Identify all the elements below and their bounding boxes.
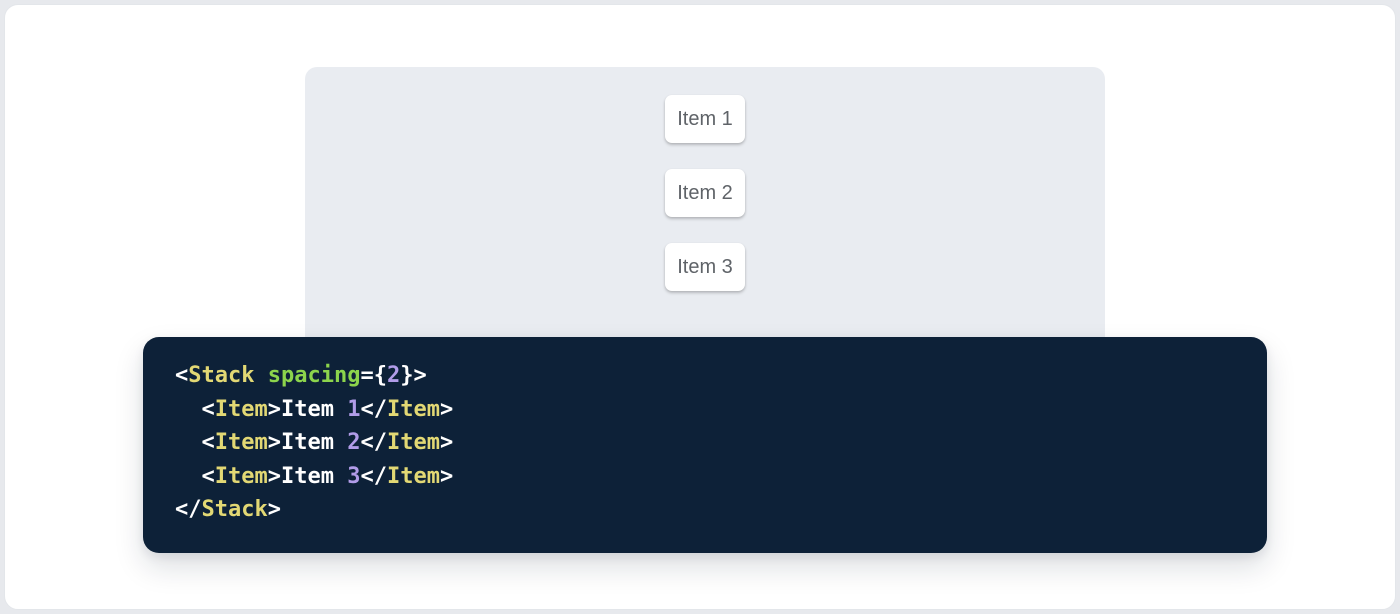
code-line: <Stack spacing={2}> [175, 359, 1235, 393]
code-token-punc: > [439, 396, 454, 422]
stack-item: Item 3 [665, 243, 745, 291]
code-block: <Stack spacing={2}> <Item>Item 1</Item> … [143, 337, 1267, 553]
code-line: <Item>Item 2</Item> [175, 426, 1235, 460]
page-surface: Item 1 Item 2 Item 3 <Stack spacing={2}>… [4, 4, 1396, 610]
code-token-punc: > [267, 396, 281, 422]
code-token-punc: > [413, 363, 427, 388]
code-token-num: 2 [347, 430, 361, 456]
code-token-tag: Stack [201, 497, 268, 523]
code-token-punc: { [373, 363, 387, 388]
code-token-tag: Item [214, 430, 268, 456]
code-token-plain: Item [280, 430, 348, 456]
code-token-tag: Item [386, 430, 440, 456]
code-content: <Stack spacing={2}> <Item>Item 1</Item> … [175, 359, 1235, 527]
code-line: </Stack> [175, 493, 1235, 527]
code-token-plain [175, 464, 202, 489]
code-token-punc: } [400, 363, 414, 388]
code-token-punc: > [439, 463, 454, 489]
code-token-punc: < [201, 396, 215, 422]
code-token-plain [175, 430, 202, 455]
code-token-num: 2 [386, 363, 401, 388]
code-token-punc: < [201, 463, 215, 489]
code-token-tag: Stack [188, 363, 255, 388]
code-token-punc: > [267, 497, 281, 523]
code-token-punc: = [360, 363, 374, 388]
code-token-plain [254, 363, 267, 388]
code-token-plain [175, 397, 202, 422]
stack-container: Item 1 Item 2 Item 3 [305, 95, 1105, 291]
stack-item-label: Item 1 [677, 107, 733, 130]
stack-item-label: Item 2 [677, 181, 733, 204]
code-line: <Item>Item 1</Item> [175, 393, 1235, 427]
stack-item-label: Item 3 [677, 255, 733, 278]
code-token-plain: Item [280, 396, 348, 422]
stack-item: Item 2 [665, 169, 745, 217]
code-token-tag: Item [214, 463, 268, 489]
stack-item: Item 1 [665, 95, 745, 143]
code-token-punc: < [201, 430, 215, 456]
code-token-punc: < [175, 363, 189, 388]
code-token-plain: Item [280, 463, 348, 489]
stack-demo-panel: Item 1 Item 2 Item 3 [305, 67, 1105, 351]
code-token-punc: </ [360, 463, 387, 489]
code-line: <Item>Item 3</Item> [175, 460, 1235, 494]
code-token-punc: > [439, 430, 454, 456]
code-token-num: 3 [347, 463, 361, 489]
code-token-punc: > [267, 463, 281, 489]
code-token-num: 1 [347, 396, 361, 422]
code-token-attr: spacing [267, 363, 361, 388]
code-token-punc: </ [360, 430, 387, 456]
code-token-tag: Item [214, 396, 268, 422]
code-token-tag: Item [386, 463, 440, 489]
code-token-tag: Item [386, 396, 440, 422]
code-token-punc: </ [175, 497, 202, 523]
code-token-punc: </ [360, 396, 387, 422]
code-token-punc: > [267, 430, 281, 456]
